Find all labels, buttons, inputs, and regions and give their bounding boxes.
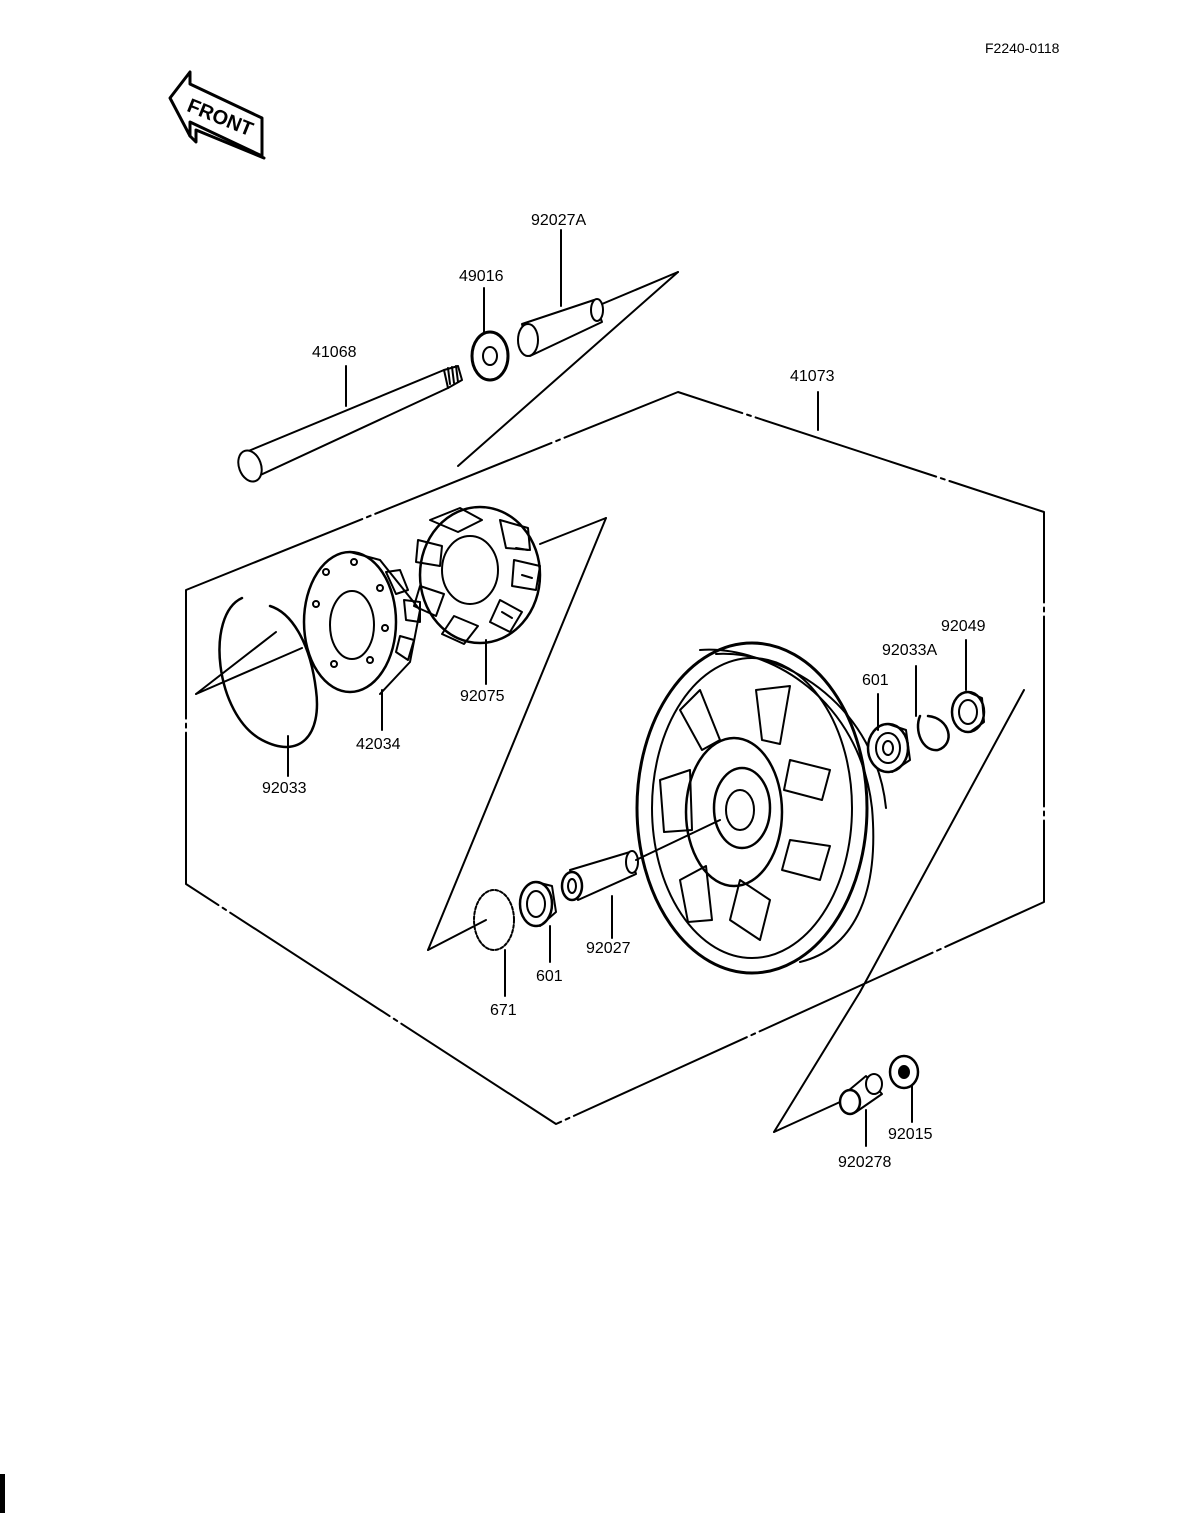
seal-92049 <box>950 690 986 734</box>
nut-92015 <box>888 1054 920 1090</box>
circlip-92033 <box>218 596 319 749</box>
oring-671 <box>473 889 515 951</box>
label-41068: 41068 <box>312 344 357 361</box>
label-92027: 92027 <box>586 940 631 957</box>
label-42034: 42034 <box>356 736 401 753</box>
collar-92027 <box>560 850 639 902</box>
label-92033: 92033 <box>262 780 307 797</box>
front-arrow-icon: FRONT <box>168 70 266 160</box>
washer-49016 <box>470 330 510 382</box>
label-92049: 92049 <box>941 618 986 635</box>
collar-920278 <box>838 1073 883 1116</box>
wheel-41073 <box>635 641 887 975</box>
label-41073: 41073 <box>790 368 835 385</box>
label-92033A: 92033A <box>882 642 938 659</box>
label-92075: 92075 <box>460 688 505 705</box>
label-671: 671 <box>490 1002 517 1019</box>
damper-92075 <box>413 505 542 645</box>
document-code: F2240-0118 <box>985 40 1060 56</box>
coupling-42034 <box>302 550 421 695</box>
collar-92027A <box>517 298 604 357</box>
label-601-right: 601 <box>862 672 889 689</box>
label-92027A: 92027A <box>531 212 587 229</box>
label-920278: 920278 <box>838 1154 892 1171</box>
axle-41068 <box>237 365 463 483</box>
wheel-assembly-boundary <box>185 391 1045 1125</box>
bearing-601-right <box>866 722 911 774</box>
label-601-left: 601 <box>536 968 563 985</box>
label-92015: 92015 <box>888 1126 933 1143</box>
bearing-601-left <box>518 880 557 928</box>
label-49016: 49016 <box>459 268 504 285</box>
circlip-92033A <box>916 714 950 752</box>
